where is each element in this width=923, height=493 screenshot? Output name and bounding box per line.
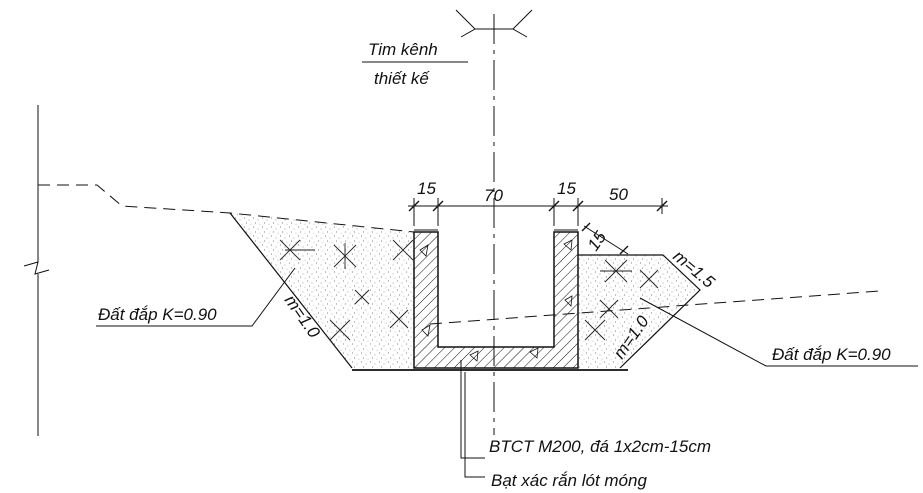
dim-channel-width: 70	[484, 186, 503, 205]
dim-right-wall: 15	[557, 179, 576, 198]
centerline-label-top: Tim kênh	[368, 40, 438, 59]
dim-berm: 50	[609, 185, 628, 204]
dim-left-wall: 15	[417, 179, 436, 198]
concrete-spec-label: BTCT M200, đá 1x2cm-15cm	[489, 437, 711, 456]
spec-leaders	[460, 360, 485, 478]
underlay-label: Bạt xác rắn lót móng	[491, 471, 647, 490]
left-fill-leader	[96, 267, 296, 327]
natural-ground-line	[38, 184, 881, 325]
left-earth-fill	[229, 212, 414, 369]
centerline-label-bottom: thiết kế	[374, 69, 430, 88]
channel-centerline	[455, 9, 533, 435]
left-fill-label: Đất đắp K=0.90	[98, 305, 217, 324]
right-fill-label: Đất đắp K=0.90	[772, 345, 891, 364]
left-reference-line	[23, 105, 50, 436]
concrete-u-channel	[413, 229, 579, 369]
berm-thickness-dimension	[581, 222, 629, 255]
top-dimension-line	[408, 198, 668, 226]
dim-berm-thickness: 15	[584, 227, 611, 254]
right-earth-fill	[578, 254, 701, 369]
right-fill-leader	[639, 297, 918, 367]
